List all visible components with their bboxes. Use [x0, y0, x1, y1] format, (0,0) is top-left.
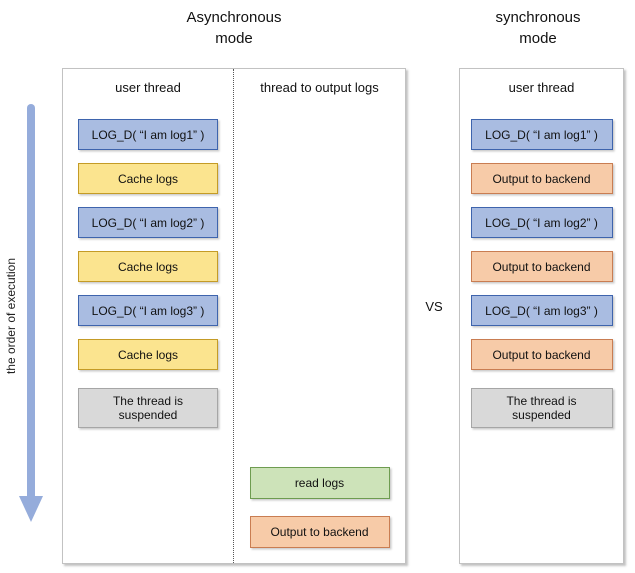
execution-order-arrow-shaft — [27, 104, 35, 498]
thread-column-divider — [233, 69, 234, 563]
async-output-thread-stack: read logs Output to backend — [234, 467, 405, 548]
flow-box-thread-suspended-label: The thread is suspended — [506, 394, 577, 422]
flow-box-log2: LOG_D( “I am log2” ) — [470, 207, 613, 238]
flow-box-output-backend-3: Output to backend — [470, 339, 613, 370]
flow-box-cache-logs-1: Cache logs — [78, 163, 218, 194]
flow-box-thread-suspended: The thread is suspended — [470, 388, 613, 428]
async-mode-title: Asynchronous mode — [62, 7, 406, 49]
flow-box-cache-logs-3: Cache logs — [78, 339, 218, 370]
async-user-thread-stack: LOG_D( “I am log1” ) Cache logs LOG_D( “… — [63, 119, 233, 428]
execution-axis-label: the order of execution — [4, 257, 18, 375]
async-mode-title-line1: Asynchronous — [186, 9, 282, 26]
flow-box-thread-suspended-label: The thread is suspended — [112, 394, 184, 422]
flow-box-log3: LOG_D( “I am log3” ) — [470, 295, 613, 326]
flow-box-output-backend-2: Output to backend — [470, 251, 613, 282]
sync-user-thread-stack: LOG_D( “I am log1” ) Output to backend L… — [460, 119, 623, 428]
flow-box-cache-logs-2: Cache logs — [78, 251, 218, 282]
flow-box-read-logs: read logs — [249, 467, 390, 499]
flow-box-log1: LOG_D( “I am log1” ) — [470, 119, 613, 150]
async-user-thread-header: user thread — [115, 80, 181, 95]
flow-box-output-backend-1: Output to backend — [470, 163, 613, 194]
execution-order-arrow-head-icon — [19, 496, 43, 522]
flow-box-log1: LOG_D( “I am log1” ) — [78, 119, 218, 150]
async-output-thread-header: thread to output logs — [260, 80, 379, 95]
sync-mode-title-line1: synchronous — [495, 9, 581, 26]
sync-mode-title-line2: mode — [519, 30, 557, 47]
vs-label: VS — [425, 299, 443, 314]
sync-mode-title: synchronous mode — [452, 7, 624, 49]
flow-box-output-backend: Output to backend — [249, 516, 390, 548]
async-panel: user thread LOG_D( “I am log1” ) Cache l… — [62, 68, 406, 564]
flow-box-log3: LOG_D( “I am log3” ) — [78, 295, 218, 326]
sync-user-thread-header: user thread — [508, 80, 575, 95]
flow-box-log2: LOG_D( “I am log2” ) — [78, 207, 218, 238]
sync-panel: user thread LOG_D( “I am log1” ) Output … — [459, 68, 624, 564]
flow-box-thread-suspended: The thread is suspended — [78, 388, 218, 428]
async-mode-title-line2: mode — [215, 30, 253, 47]
